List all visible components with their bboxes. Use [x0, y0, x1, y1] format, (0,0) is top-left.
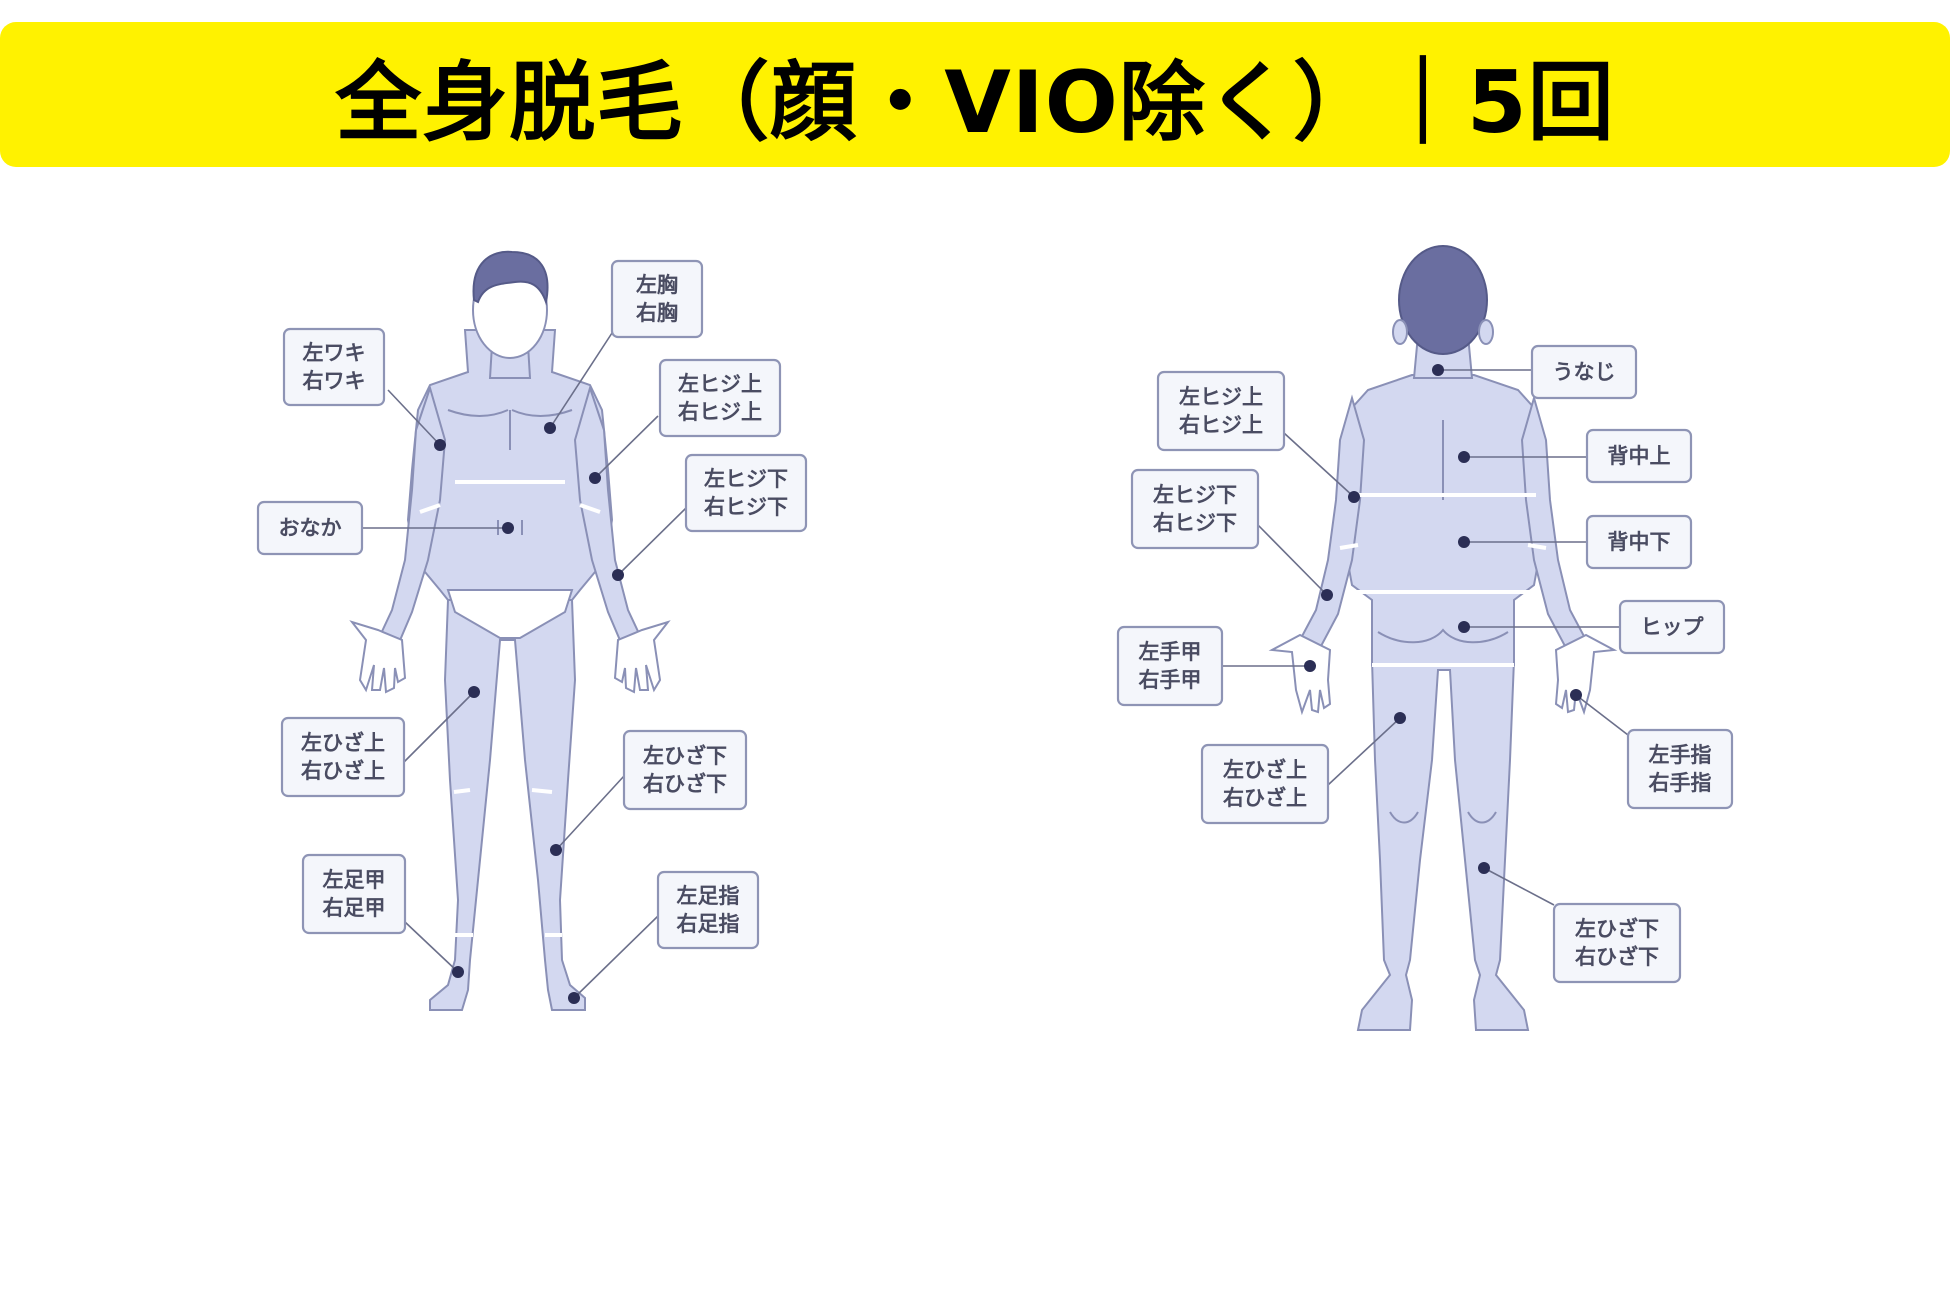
marker-hip: [1458, 621, 1470, 633]
svg-text:右手指: 右手指: [1649, 771, 1712, 795]
marker-lower-back: [1458, 536, 1470, 548]
back-label-hip: ヒップ: [1620, 601, 1724, 653]
marker-back-calf: [1478, 862, 1490, 874]
svg-text:右ヒジ上: 右ヒジ上: [1179, 413, 1263, 437]
svg-text:背中上: 背中上: [1608, 444, 1671, 468]
svg-text:左ヒジ上: 左ヒジ上: [1179, 385, 1263, 409]
svg-text:ヒップ: ヒップ: [1641, 615, 1705, 639]
back-label-fingers: 左手指 右手指: [1628, 730, 1732, 808]
back-label-lower-back: 背中下: [1587, 516, 1691, 568]
marker-back-forearm: [1321, 589, 1333, 601]
svg-text:左手指: 左手指: [1649, 743, 1712, 767]
svg-text:右手甲: 右手甲: [1139, 668, 1202, 692]
back-label-upper-arm: 左ヒジ上 右ヒジ上: [1158, 372, 1284, 450]
back-label-nape: うなじ: [1532, 346, 1636, 398]
back-label-hand: 左手甲 右手甲: [1118, 627, 1222, 705]
svg-text:右ひざ下: 右ひざ下: [1575, 945, 1659, 969]
marker-nape: [1432, 364, 1444, 376]
back-label-upper-back: 背中上: [1587, 430, 1691, 482]
svg-text:左ひざ下: 左ひざ下: [1575, 917, 1659, 941]
svg-text:右ひざ上: 右ひざ上: [1223, 786, 1307, 810]
marker-upper-back: [1458, 451, 1470, 463]
back-label-forearm: 左ヒジ下 右ヒジ下: [1132, 470, 1258, 548]
svg-text:背中下: 背中下: [1608, 530, 1671, 554]
svg-text:左ひざ上: 左ひざ上: [1223, 758, 1307, 782]
svg-text:うなじ: うなじ: [1553, 360, 1616, 384]
back-label-thigh: 左ひざ上 右ひざ上: [1202, 745, 1328, 823]
back-label-calf: 左ひざ下 右ひざ下: [1554, 904, 1680, 982]
marker-back-of-hand: [1304, 660, 1316, 672]
svg-text:左ヒジ下: 左ヒジ下: [1153, 483, 1237, 507]
svg-text:右ヒジ下: 右ヒジ下: [1153, 511, 1237, 535]
svg-text:左手甲: 左手甲: [1139, 640, 1202, 664]
marker-fingers: [1570, 689, 1582, 701]
marker-back-thigh: [1394, 712, 1406, 724]
marker-back-upper-arm: [1348, 491, 1360, 503]
